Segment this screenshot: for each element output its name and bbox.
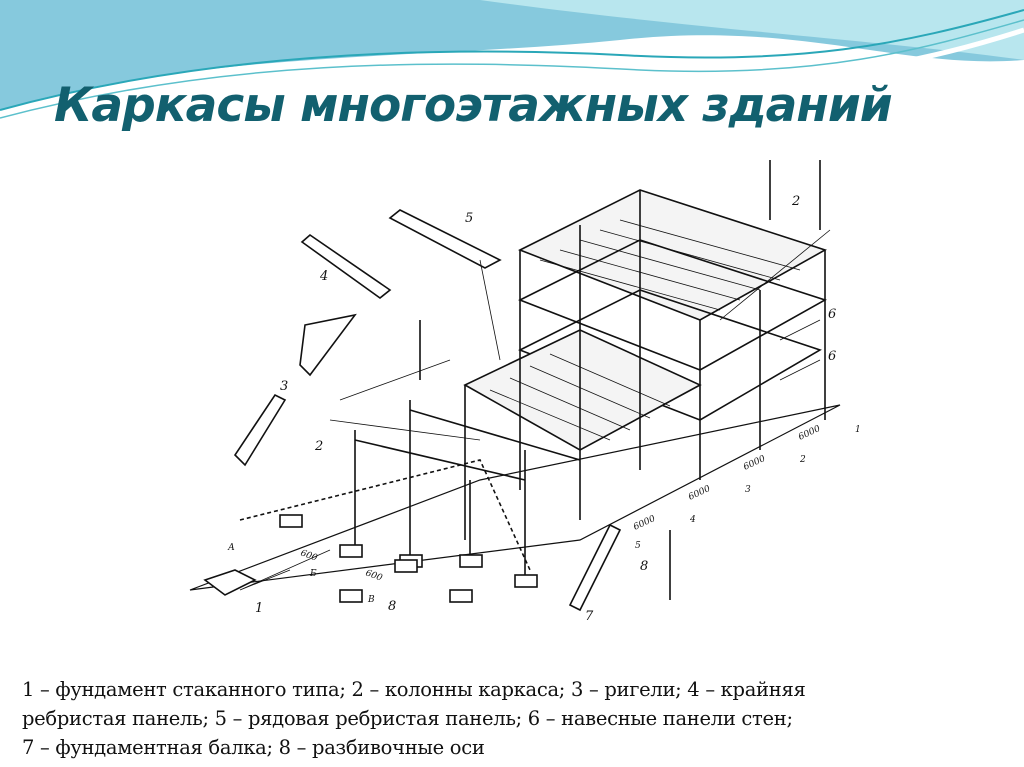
callout-3: 3 — [280, 379, 288, 394]
decorative-wave-banner — [0, 0, 1024, 128]
callout-6b: 6 — [828, 349, 836, 364]
axis-V: В — [367, 595, 375, 605]
caption-line: 7 – фундаментная балка; 8 – разбивочные … — [22, 736, 485, 759]
callout-5: 5 — [465, 211, 473, 226]
callout-8: 8 — [640, 559, 648, 574]
axis-5: 5 — [635, 541, 641, 551]
caption-line: ребристая панель; 5 – рядовая ребристая … — [22, 707, 793, 730]
caption-line: 1 – фундамент стаканного типа; 2 – колон… — [22, 678, 806, 701]
dim-600-2: 600 — [364, 568, 384, 583]
dim-6000-2: 6000 — [742, 454, 767, 473]
dim-6000-1: 6000 — [797, 424, 822, 443]
callout-6: 6 — [828, 307, 836, 322]
axis-B: Б — [309, 569, 317, 579]
callout-2: 2 — [791, 194, 800, 209]
dim-6000-3: 6000 — [687, 484, 712, 503]
callout-4: 4 — [319, 269, 328, 284]
axis-1: 1 — [855, 425, 861, 435]
slide-title: Каркасы многоэтажных зданий — [54, 78, 893, 133]
building-frame-diagram: 1 2 2 3 4 5 6 6 7 8 8 6000 6000 6000 600… — [189, 160, 861, 624]
figure-caption: 1 – фундамент стаканного типа; 2 – колон… — [22, 675, 1012, 762]
axis-A: А — [227, 543, 235, 553]
axis-2: 2 — [799, 455, 806, 465]
callout-1: 1 — [255, 601, 263, 616]
axis-4: 4 — [689, 515, 696, 525]
callout-8b: 8 — [388, 599, 396, 614]
dim-600-1: 600 — [299, 548, 319, 563]
callout-7: 7 — [585, 609, 594, 624]
dim-6000-4: 6000 — [632, 514, 657, 533]
axis-3: 3 — [745, 485, 751, 495]
callout-2b: 2 — [314, 439, 323, 454]
